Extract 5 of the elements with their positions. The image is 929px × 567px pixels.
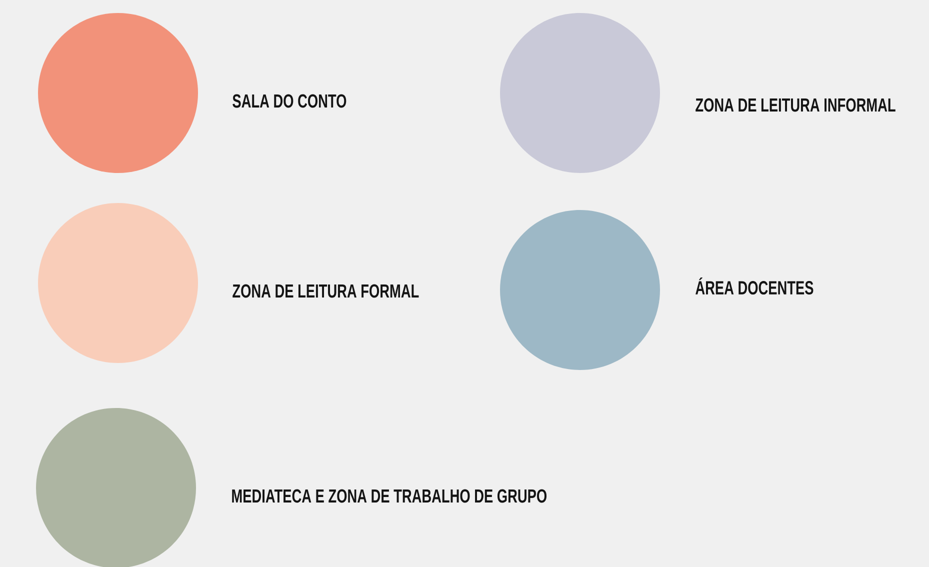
legend-label: SALA DO CONTO	[232, 94, 346, 108]
legend-label: MEDIATECA E ZONA DE TRABALHO DE GRUPO	[232, 489, 546, 503]
legend-label: ZONA DE LEITURA FORMAL	[232, 284, 419, 298]
legend-label: ÁREA DOCENTES	[696, 278, 814, 294]
legend-label: ZONA DE LEITURA INFORMAL	[696, 98, 896, 112]
